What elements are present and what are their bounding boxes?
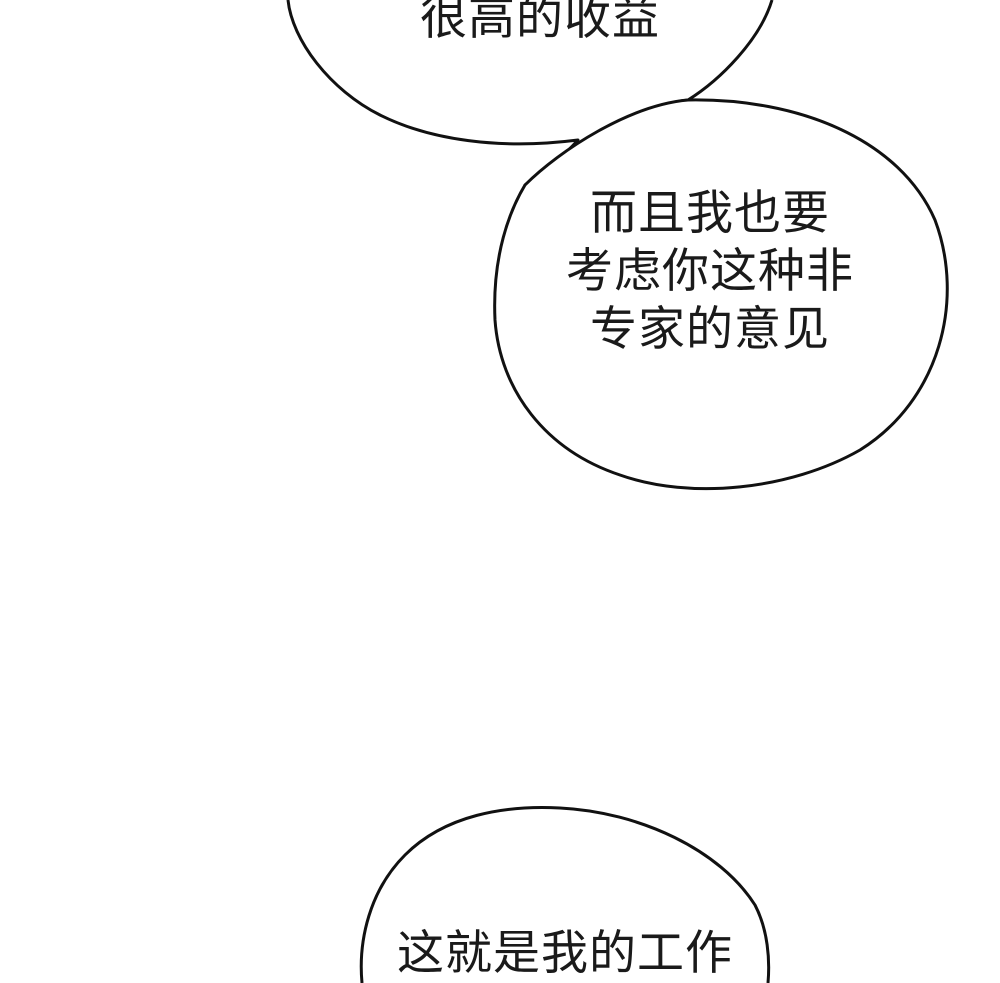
speech-bubble-bottom [359,806,771,983]
speech-bubble-middle-text: 而且我也要 考虑你这种非 专家的意见 [520,185,900,359]
bubble-line: 而且我也要 [590,186,830,241]
bubble-line: 考虑你这种非 [566,244,854,299]
bubble-line: 很高的收益 [420,0,660,46]
speech-bubble-top-text: 很高的收益 [340,0,740,48]
speech-bubble-bottom-text: 这就是我的工作 [365,925,765,983]
speech-bubble-middle [493,98,949,491]
bubble-line: 专家的意见 [590,302,830,357]
bubble-line: 这就是我的工作 [397,926,733,981]
